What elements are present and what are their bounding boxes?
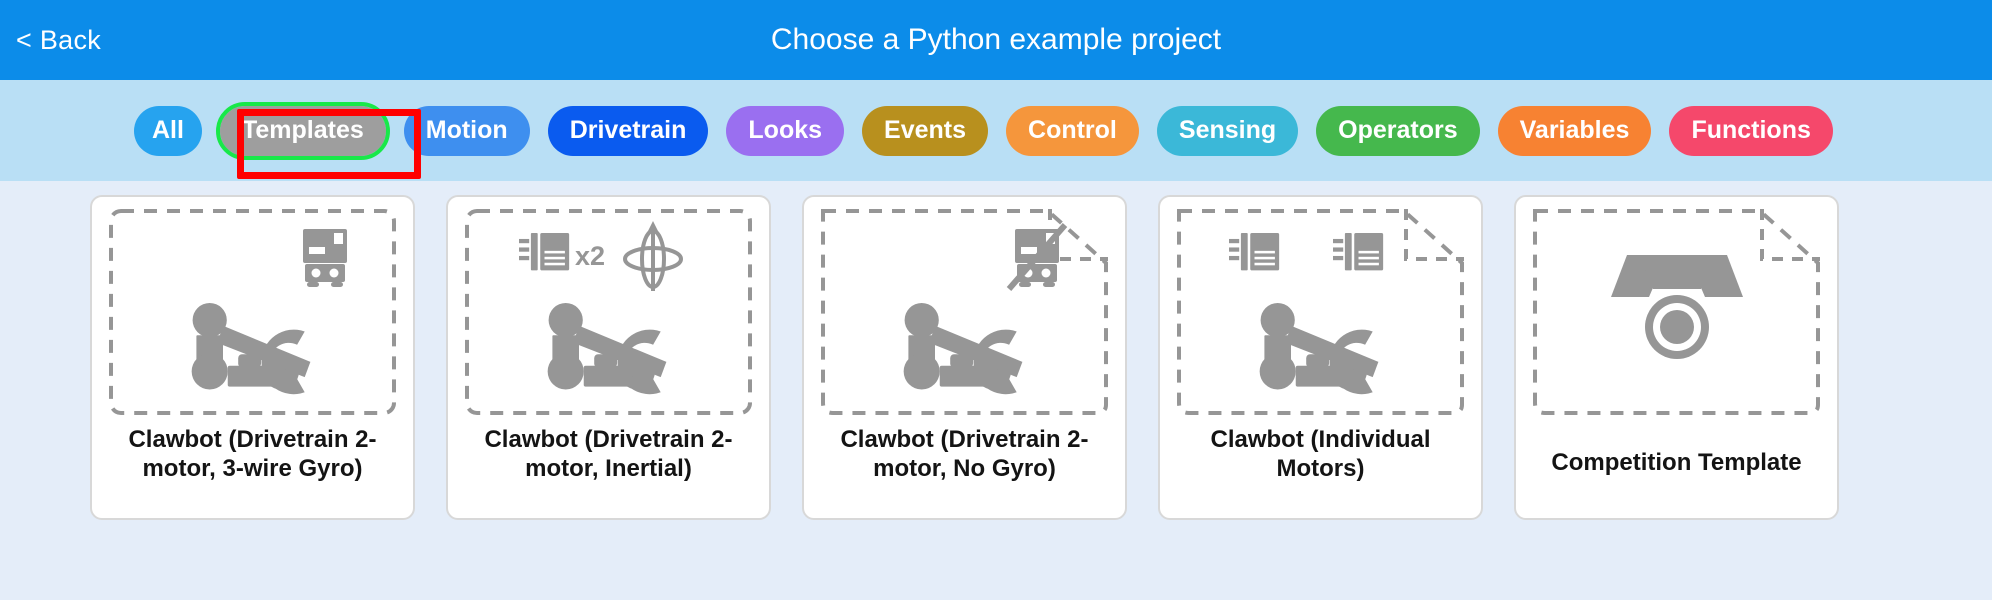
project-card-label: Clawbot (Drivetrain 2-motor, No Gyro) [840,426,1089,483]
category-pill-motion[interactable]: Motion [403,105,530,156]
category-pill-drivetrain[interactable]: Drivetrain [547,105,709,156]
category-pill-control[interactable]: Control [1006,105,1139,156]
category-pill-events[interactable]: Events [862,105,989,156]
project-card[interactable]: Clawbot (Drivetrain 2-motor, No Gyro) [802,195,1127,520]
svg-text:x2: x2 [575,241,605,271]
category-pill-looks[interactable]: Looks [726,105,845,156]
category-pill-sensing[interactable]: Sensing [1156,105,1299,156]
clawbot-motors-icon [1175,207,1466,417]
project-card[interactable]: x2 Clawbot (Drivetrain 2-motor, Inertial… [446,195,771,520]
category-filter-bar: All Templates Motion Drivetrain Looks Events C… [0,80,1992,181]
category-pill-all[interactable]: All [134,105,202,156]
clawbot-no-gyro-icon [819,207,1110,417]
medal-icon [1531,207,1822,417]
project-card[interactable]: Competition Template [1514,195,1839,520]
category-pill-operators[interactable]: Operators [1316,105,1480,156]
clawbot-gyro-icon [107,207,398,417]
project-card-label: Clawbot (Individual Motors) [1210,426,1431,483]
category-pill-functions[interactable]: Functions [1669,105,1833,156]
example-project-grid: Clawbot (Drivetrain 2-motor, 3-wire Gyro… [0,181,1992,600]
page-title: Choose a Python example project [770,23,1222,56]
clawbot-inertial-icon: x2 [463,207,754,417]
project-card[interactable]: Clawbot (Drivetrain 2-motor, 3-wire Gyro… [90,195,415,520]
project-card-label: Clawbot (Drivetrain 2-motor, Inertial) [484,426,733,483]
category-pill-templates[interactable]: Templates [215,101,390,160]
app-header: < Back Choose a Python example project [0,0,1992,80]
project-card[interactable]: Clawbot (Individual Motors) [1158,195,1483,520]
project-card-label: Clawbot (Drivetrain 2-motor, 3-wire Gyro… [128,426,377,483]
project-card-label: Competition Template [1551,448,1802,476]
category-pill-variables[interactable]: Variables [1497,105,1652,156]
back-button[interactable]: < Back [16,24,102,55]
